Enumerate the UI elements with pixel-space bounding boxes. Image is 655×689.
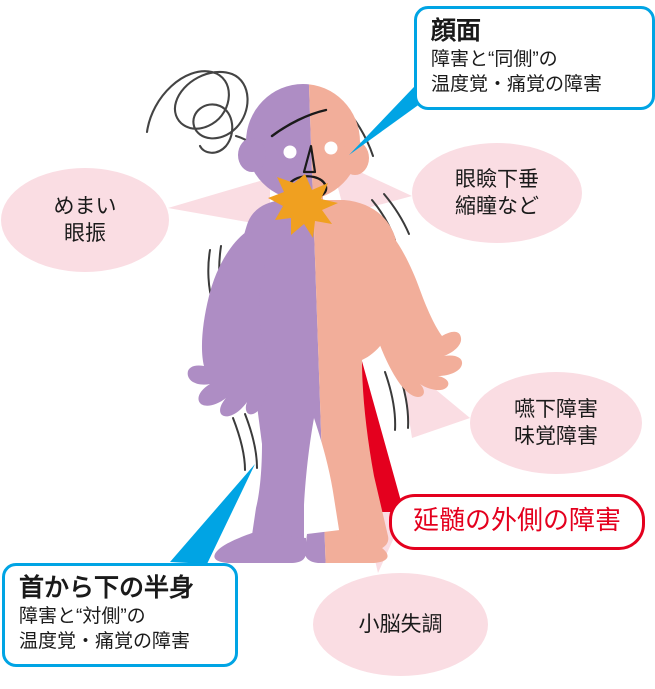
bubble-line-1: 小脳失調 bbox=[358, 612, 443, 636]
callout-body-heading: 首から下の半身 bbox=[19, 574, 195, 602]
bubble-line-2: 眼振 bbox=[64, 222, 106, 245]
eye-left bbox=[283, 145, 297, 159]
callout-box-below-neck: 首から下の半身 障害と“対側”の 温度覚・痛覚の障害 bbox=[2, 563, 238, 668]
callout-body-line-1: 障害と“対側”の bbox=[19, 605, 146, 627]
pointer-body-wedge bbox=[170, 464, 255, 564]
bubble-line-1: めまい bbox=[53, 194, 117, 218]
callout-box-face: 顔面 障害と“同側”の 温度覚・痛覚の障害 bbox=[414, 6, 655, 111]
callout-face-heading: 顔面 bbox=[431, 17, 482, 45]
callout-body-line-2: 温度覚・痛覚の障害 bbox=[19, 630, 191, 652]
eye-right bbox=[324, 141, 338, 155]
bubble-line-1: 嚥下障害 bbox=[514, 397, 598, 421]
nose bbox=[302, 144, 317, 174]
bubble-line-2: 味覚障害 bbox=[514, 425, 598, 448]
diagnosis-box: 延髄の外側の障害 bbox=[389, 494, 645, 550]
diagnosis-label: 延髄の外側の障害 bbox=[412, 505, 621, 535]
bubble-line-2: 縮瞳など bbox=[455, 195, 539, 218]
symptom-bubble-ataxia: 小脳失調 bbox=[313, 573, 488, 676]
bubble-line-1: 眼瞼下垂 bbox=[455, 167, 539, 191]
lesion-star-icon bbox=[268, 174, 338, 238]
symptom-bubble-swallowing: 嚥下障害 味覚障害 bbox=[470, 372, 642, 474]
symptom-bubble-dizziness: めまい 眼振 bbox=[1, 168, 169, 272]
callout-face-line-1: 障害と“同側”の bbox=[431, 48, 558, 70]
callout-face-line-2: 温度覚・痛覚の障害 bbox=[431, 73, 603, 95]
symptom-bubble-ptosis: 眼瞼下垂 縮瞳など bbox=[412, 143, 582, 243]
